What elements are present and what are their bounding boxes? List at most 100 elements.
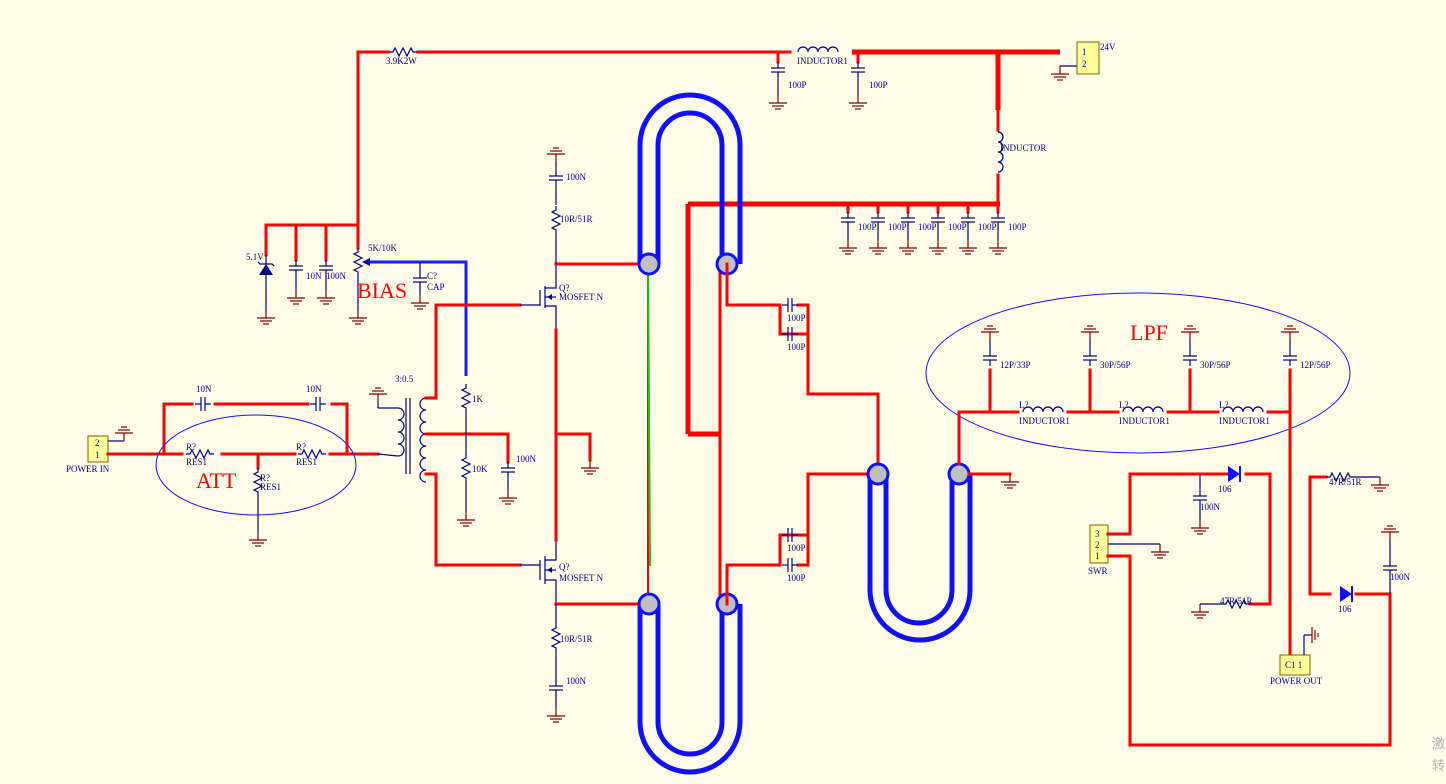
bias-line: C? CAP (368, 260, 468, 376)
svg-text:3: 3 (1095, 529, 1100, 539)
lpf-capacitor-4: 12P/56P (1280, 325, 1331, 370)
svg-text:1K: 1K (472, 394, 484, 404)
resistor-att-3: R? RES1 (248, 467, 281, 547)
mosfet-top: Q? MOSFET N (520, 264, 604, 330)
mosfet-bottom: Q? MOSFET N (520, 540, 604, 604)
svg-text:2: 2 (1095, 540, 1100, 550)
svg-text:L?: L? (1019, 400, 1029, 410)
svg-text:3:0.5: 3:0.5 (395, 374, 414, 384)
resistor-att-2: R? RES1 (296, 442, 327, 467)
inductor-vertical: INDUCTOR (997, 131, 1046, 173)
diode-1: 106 (1218, 466, 1241, 494)
lpf-capacitor-3: 30P/56P (1180, 325, 1231, 370)
svg-text:3.9K2W: 3.9K2W (386, 56, 417, 66)
svg-text:30P/56P: 30P/56P (1100, 360, 1131, 370)
connector-power-in[interactable]: 2 1 POWER IN (66, 426, 134, 474)
att-outline (155, 414, 357, 516)
svg-text:5K/10K: 5K/10K (368, 243, 398, 253)
svg-text:100P: 100P (787, 543, 806, 553)
svg-text:C1 1: C1 1 (1285, 660, 1302, 670)
svg-text:100P: 100P (787, 342, 806, 352)
capacitor-att-2: 10N (306, 384, 327, 412)
svg-text:R?: R? (186, 442, 196, 452)
svg-text:2: 2 (95, 438, 100, 448)
lpf-inductor-2: L? INDUCTOR1 (1119, 400, 1170, 426)
lpf-inductor-1: L? INDUCTOR1 (1019, 400, 1070, 426)
svg-text:POWER IN: POWER IN (66, 464, 110, 474)
svg-text:12P/56P: 12P/56P (1300, 360, 1331, 370)
svg-text:100P: 100P (788, 80, 807, 90)
resistor-10k: 10K (456, 434, 488, 527)
lpf-outline (925, 292, 1351, 454)
svg-text:Q?: Q? (559, 562, 570, 572)
svg-text:L?: L? (1219, 400, 1229, 410)
connector-24v[interactable]: 1 2 24V (1050, 41, 1116, 81)
inductor-top: INDUCTOR1 (797, 46, 848, 66)
balun-tube (866, 462, 1020, 643)
swr-capacitor-1: 100N (1190, 474, 1221, 535)
lpf-wires (957, 368, 1292, 662)
connector-swr[interactable]: 3 2 1 SWR (1088, 524, 1170, 576)
svg-text:Q?: Q? (559, 283, 570, 293)
watermark-line-1: 激 (1432, 736, 1445, 751)
zener-diode: 5.1V (246, 252, 276, 325)
svg-text:10K: 10K (472, 464, 488, 474)
svg-text:MOSFET N: MOSFET N (559, 573, 604, 583)
svg-text:100P: 100P (888, 222, 907, 232)
swr-capacitor-2: 100N (1380, 525, 1411, 594)
lpf-capacitor-1: 12P/33P (980, 325, 1031, 370)
capacitor-100n-bias: 100N (316, 259, 347, 305)
input-transformer: 3:0.5 (368, 374, 427, 483)
lpf-inductor-3: L? INDUCTOR1 (1219, 400, 1270, 426)
svg-text:10R/51R: 10R/51R (560, 634, 593, 644)
svg-text:1: 1 (1095, 551, 1100, 561)
swr-resistor-2: 47R/51R (1325, 472, 1390, 492)
capacitor-bank: 100P 100P 100P 100P 100P 100P (838, 202, 1027, 255)
drain-source-wires (554, 262, 642, 606)
svg-text:100P: 100P (869, 80, 888, 90)
svg-text:RES1: RES1 (296, 457, 317, 467)
output-coupling-top: 100P 100P (725, 262, 880, 476)
svg-text:10N: 10N (196, 384, 212, 394)
svg-text:100N: 100N (566, 676, 587, 686)
svg-text:100P: 100P (787, 573, 806, 583)
lpf-label: LPF (1130, 320, 1168, 345)
transmission-line-bottom (637, 604, 743, 775)
svg-text:C?: C? (427, 271, 437, 281)
cross-wires (647, 262, 722, 606)
watermark-line-2: 转 (1432, 758, 1445, 773)
svg-text:1: 1 (95, 450, 100, 460)
svg-text:100N: 100N (326, 271, 347, 281)
gate-drive-wires (424, 303, 522, 567)
svg-text:2: 2 (1082, 59, 1087, 69)
bias-label: BIAS (357, 278, 407, 303)
transmission-line-top (637, 92, 743, 264)
resistor-top: 3.9K2W (386, 47, 418, 66)
att-wires (106, 402, 380, 470)
svg-text:30P/56P: 30P/56P (1200, 360, 1231, 370)
svg-text:RES1: RES1 (186, 457, 207, 467)
connector-power-out[interactable]: C1 1 POWER OUT (1270, 627, 1323, 686)
capacitor-10n-bias: 10N (286, 259, 322, 305)
svg-text:5.1V: 5.1V (246, 252, 264, 262)
capacitor-100n-gate: 100N (498, 454, 537, 505)
svg-text:INDUCTOR1: INDUCTOR1 (1019, 416, 1070, 426)
diode-2: 106 (1338, 586, 1353, 614)
capacitor-att-1: 10N (194, 384, 212, 412)
svg-text:INDUCTOR1: INDUCTOR1 (797, 56, 848, 66)
svg-text:1: 1 (1082, 47, 1087, 57)
svg-text:100N: 100N (1390, 572, 1411, 582)
svg-text:100P: 100P (978, 222, 997, 232)
svg-text:R?: R? (260, 473, 270, 483)
svg-text:SWR: SWR (1088, 566, 1108, 576)
svg-text:POWER OUT: POWER OUT (1270, 676, 1323, 686)
bias-network (264, 223, 360, 262)
svg-text:24V: 24V (1100, 42, 1116, 52)
supply-rail (356, 49, 1060, 437)
svg-text:100P: 100P (918, 222, 937, 232)
svg-text:100P: 100P (1008, 222, 1027, 232)
lpf-capacitor-2: 30P/56P (1080, 325, 1131, 370)
svg-text:10N: 10N (306, 271, 322, 281)
potentiometer: 5K/10K (348, 243, 398, 325)
resistor-att-1: R? RES1 (185, 442, 215, 467)
